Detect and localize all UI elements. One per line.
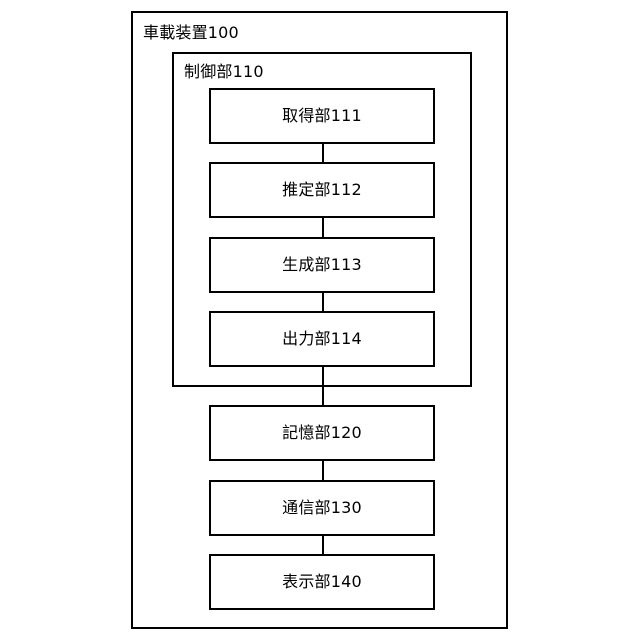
acquisition-unit-box[interactable]: 取得部111 bbox=[209, 88, 435, 144]
generation-unit-box[interactable]: 生成部113 bbox=[209, 237, 435, 293]
estimation-unit-box[interactable]: 推定部112 bbox=[209, 162, 435, 218]
connector-113-114 bbox=[322, 293, 324, 311]
output-unit-box[interactable]: 出力部114 bbox=[209, 311, 435, 367]
display-unit-label: 表示部140 bbox=[282, 572, 362, 591]
connector-114-120 bbox=[322, 367, 324, 405]
generation-unit-label: 生成部113 bbox=[282, 255, 362, 274]
connector-120-130 bbox=[322, 461, 324, 480]
connector-130-140 bbox=[322, 536, 324, 554]
in-vehicle-device-container: 車載装置100 制御部110 取得部111 推定部112 生成部113 出力部1… bbox=[131, 11, 508, 629]
estimation-unit-label: 推定部112 bbox=[282, 180, 362, 199]
in-vehicle-device-label: 車載装置100 bbox=[143, 23, 239, 42]
connector-112-113 bbox=[322, 218, 324, 237]
display-unit-box[interactable]: 表示部140 bbox=[209, 554, 435, 610]
acquisition-unit-label: 取得部111 bbox=[282, 106, 362, 125]
communication-unit-label: 通信部130 bbox=[282, 498, 362, 517]
storage-unit-box[interactable]: 記憶部120 bbox=[209, 405, 435, 461]
connector-111-112 bbox=[322, 144, 324, 162]
control-unit-label: 制御部110 bbox=[184, 62, 264, 81]
communication-unit-box[interactable]: 通信部130 bbox=[209, 480, 435, 536]
storage-unit-label: 記憶部120 bbox=[282, 423, 362, 442]
output-unit-label: 出力部114 bbox=[282, 329, 362, 348]
